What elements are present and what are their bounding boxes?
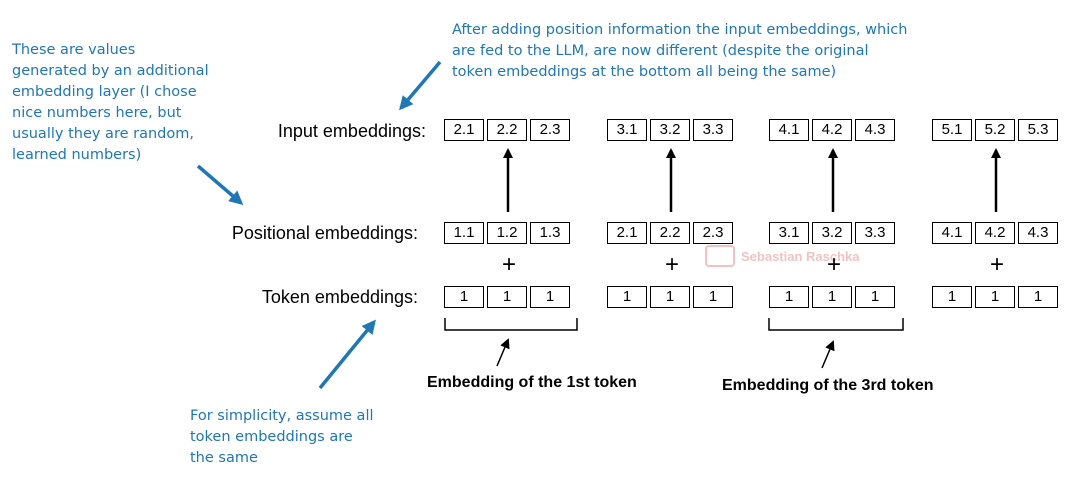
input-embedding-vector: 2.1 2.2 2.3 [444, 119, 570, 141]
vector-cell: 1 [855, 286, 895, 308]
watermark: Sebastian Raschka [705, 245, 860, 267]
vector-cell: 3.1 [607, 119, 647, 141]
vector-cell: 1 [530, 286, 570, 308]
caption-arrow [821, 340, 835, 369]
vector-cell: 2.2 [487, 119, 527, 141]
annotation-arrow-bottom [318, 319, 376, 390]
vector-cell: 1 [693, 286, 733, 308]
caption-first-token: Embedding of the 1st token [427, 374, 637, 391]
vector-cell: 1.1 [444, 222, 484, 244]
positional-embedding-vector: 1.1 1.2 1.3 [444, 222, 570, 244]
vector-cell: 2.1 [444, 119, 484, 141]
watermark-logo-icon [705, 245, 735, 267]
vector-cell: 1 [1018, 286, 1058, 308]
vector-cell: 2.1 [607, 222, 647, 244]
input-embedding-vector: 5.1 5.2 5.3 [932, 119, 1058, 141]
vector-cell: 4.2 [975, 222, 1015, 244]
vector-cell: 3.2 [650, 119, 690, 141]
vector-cell: 1.2 [487, 222, 527, 244]
caption-arrow [496, 338, 510, 367]
watermark-text: Sebastian Raschka [741, 248, 860, 264]
plus-sign: + [990, 251, 1005, 278]
caption-third-token: Embedding of the 3rd token [722, 377, 934, 394]
vector-cell: 3.3 [693, 119, 733, 141]
vector-cell: 5.1 [932, 119, 972, 141]
vector-cell: 2.3 [530, 119, 570, 141]
vector-cell: 3.2 [812, 222, 852, 244]
vector-cell: 4.3 [1018, 222, 1058, 244]
vector-cell: 4.3 [855, 119, 895, 141]
annotation-arrow-left [196, 164, 244, 205]
vector-cell: 1 [975, 286, 1015, 308]
token-embedding-vector: 1 1 1 [932, 286, 1058, 308]
left-annotation: These are values generated by an additio… [12, 42, 209, 163]
token-embedding-vector: 1 1 1 [444, 286, 570, 308]
plus-sign: + [827, 251, 842, 278]
vector-cell: 5.3 [1018, 119, 1058, 141]
vector-cell: 1.3 [530, 222, 570, 244]
token-embeddings-label: Token embeddings: [261, 287, 418, 307]
plus-sign: + [665, 251, 680, 278]
bottom-annotation: For simplicity, assume all token embeddi… [190, 408, 374, 466]
vector-cell: 1 [487, 286, 527, 308]
token-embedding-vector: 1 1 1 [769, 286, 895, 308]
vector-cell: 3.1 [769, 222, 809, 244]
vector-cell: 4.1 [932, 222, 972, 244]
vector-cell: 1 [769, 286, 809, 308]
vector-cell: 2.2 [650, 222, 690, 244]
input-embedding-vector: 3.1 3.2 3.3 [607, 119, 733, 141]
plus-sign: + [502, 251, 517, 278]
positional-embeddings-label: Positional embeddings: [231, 223, 418, 243]
vector-cell: 4.1 [769, 119, 809, 141]
vector-cell: 1 [444, 286, 484, 308]
positional-embedding-vector: 2.1 2.2 2.3 [607, 222, 733, 244]
vector-cell: 1 [607, 286, 647, 308]
input-embeddings-label: Input embeddings: [277, 121, 426, 141]
positional-embedding-vector: 3.1 3.2 3.3 [769, 222, 895, 244]
vector-cell: 1 [932, 286, 972, 308]
bracket-third-token [768, 318, 904, 331]
vector-cell: 4.2 [812, 119, 852, 141]
positional-embedding-vector: 4.1 4.2 4.3 [932, 222, 1058, 244]
vector-cell: 2.3 [693, 222, 733, 244]
vector-cell: 5.2 [975, 119, 1015, 141]
top-annotation: After adding position information the in… [452, 22, 908, 80]
vector-cell: 3.3 [855, 222, 895, 244]
annotation-arrow-top [399, 60, 442, 111]
input-embedding-vector: 4.1 4.2 4.3 [769, 119, 895, 141]
vector-cell: 1 [812, 286, 852, 308]
bracket-first-token [444, 318, 578, 331]
token-embedding-vector: 1 1 1 [607, 286, 733, 308]
vector-cell: 1 [650, 286, 690, 308]
